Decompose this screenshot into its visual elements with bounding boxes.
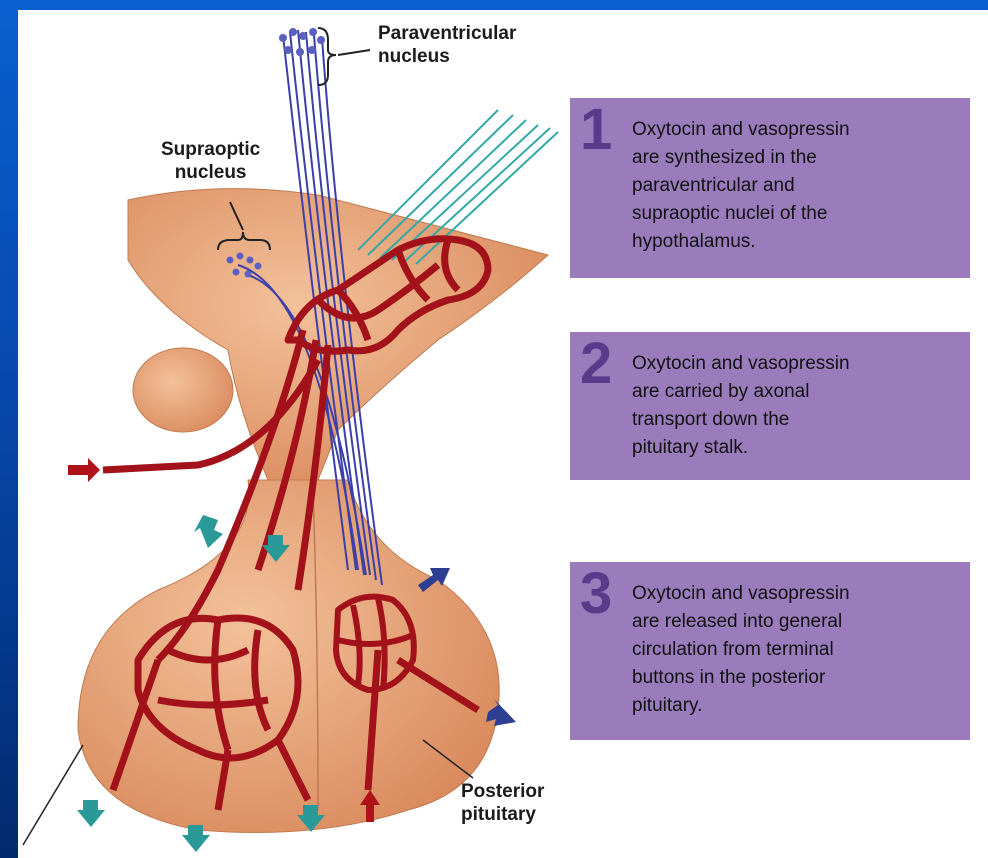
- step-text-1: Oxytocin and vasopressin are synthesized…: [632, 116, 962, 256]
- step-box-1: 1 Oxytocin and vasopressin are synthesiz…: [570, 98, 970, 278]
- posterior-pituitary-label: Posterior pituitary: [461, 780, 544, 826]
- step-number-3: 3: [580, 560, 612, 627]
- step-text-2: Oxytocin and vasopressin are carried by …: [632, 350, 962, 462]
- diagram-panel: Paraventricular nucleus Supraoptic nucle…: [18, 10, 988, 858]
- paraventricular-label: Paraventricular nucleus: [378, 22, 516, 68]
- anterior-pointer: [23, 745, 83, 845]
- optic-chiasm: [133, 348, 233, 432]
- step-number-1: 1: [580, 96, 612, 163]
- step-number-2: 2: [580, 330, 612, 397]
- step-text-3: Oxytocin and vasopressin are released in…: [632, 580, 962, 720]
- supraoptic-label: Supraoptic nucleus: [161, 138, 260, 184]
- step-box-3: 3 Oxytocin and vasopressin are released …: [570, 562, 970, 740]
- step-box-2: 2 Oxytocin and vasopressin are carried b…: [570, 332, 970, 480]
- paraventricular-cells: [279, 28, 325, 56]
